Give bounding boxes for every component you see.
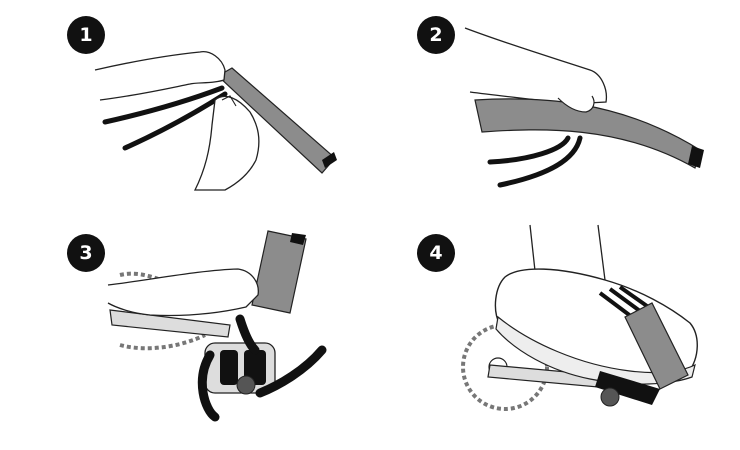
step-4-number: 4 — [429, 242, 443, 264]
hand-wrapping-strap-around-pedal-icon — [107, 230, 327, 422]
step-1-panel: 1 — [0, 0, 370, 225]
step-4-badge: 4 — [417, 234, 455, 272]
step-2-panel: 2 — [370, 0, 740, 225]
step-3-panel: 3 — [0, 225, 370, 450]
step-1-number: 1 — [79, 24, 93, 46]
step-3-number: 3 — [79, 242, 93, 264]
step-3-badge: 3 — [67, 234, 105, 272]
step-1-badge: 1 — [67, 16, 105, 54]
step-2-number: 2 — [429, 24, 443, 46]
step-4-panel: 4 — [370, 224, 740, 450]
shoe-strapped-to-pedal-icon — [461, 224, 698, 411]
hands-threading-strap-through-loop-icon — [94, 51, 337, 191]
step-2-badge: 2 — [417, 16, 455, 54]
hand-holding-folded-strap-icon — [464, 27, 704, 188]
